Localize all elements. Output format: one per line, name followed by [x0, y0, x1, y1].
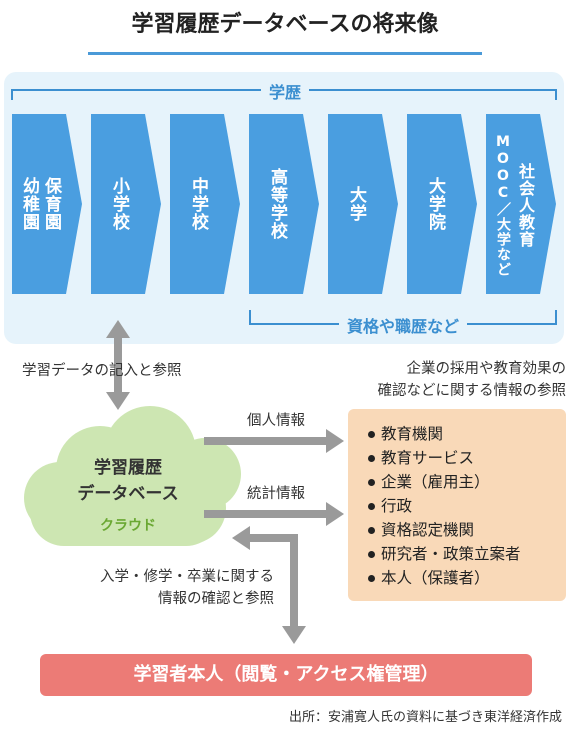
stage-chevron-2: [91, 114, 161, 294]
record-arrow: [106, 320, 130, 410]
record-label: 学習データの記入と参照: [22, 363, 182, 379]
statistics-info-label: 統計情報: [247, 486, 305, 502]
timeline-header: 学歴: [260, 83, 309, 102]
stage-2: 小学校: [91, 124, 147, 284]
database-sublabel: クラウド: [100, 518, 156, 534]
bullet-icon: [368, 479, 375, 486]
usage-item-4: 行政: [368, 494, 566, 518]
statistics-info-arrow: [204, 502, 344, 526]
source-note: 出所：安浦寛人氏の資料に基づき東洋経済作成: [288, 710, 562, 725]
bullet-icon: [368, 575, 375, 582]
learner-arrow-label: 入学・修学・卒業に関する 情報の確認と参照: [40, 566, 274, 610]
stage-chevron-6: [407, 114, 477, 294]
usage-list: 教育機関 教育サービス 企業（雇用主） 行政 資格認定機関 研究者・政策立案者 …: [348, 409, 566, 601]
usage-item-6: 研究者・政策立案者: [368, 542, 566, 566]
personal-info-label: 個人情報: [247, 413, 305, 429]
database-label-line-2: データベース: [77, 484, 179, 504]
stage-5: 大学: [328, 124, 384, 284]
learner-arrow-label-line-2: 情報の確認と参照: [158, 591, 274, 607]
timeline-footer: 資格や職歴など: [338, 317, 467, 336]
bullet-icon: [368, 527, 375, 534]
usage-item-5: 資格認定機関: [368, 518, 566, 542]
bullet-icon: [368, 551, 375, 558]
database-cloud: [24, 406, 241, 546]
stage-7-line-2: MOOC／大学など: [495, 133, 511, 277]
usage-caption: 企業の採用や教育効果の 確認などに関する情報の参照: [340, 358, 567, 402]
title-underline: [88, 52, 482, 55]
learner-arrow: [232, 526, 306, 644]
usage-caption-line-2: 確認などに関する情報の参照: [377, 383, 567, 399]
stage-chevron-3: [170, 114, 240, 294]
stage-6-line-1: 大学院: [425, 177, 445, 231]
stage-3: 中学校: [170, 124, 226, 284]
usage-item-3: 企業（雇用主）: [368, 470, 566, 494]
database-label: 学習履歴 データベース クラウド: [40, 455, 216, 539]
learner-arrow-label-line-1: 入学・修学・卒業に関する: [100, 569, 274, 585]
usage-item-7: 本人（保護者）: [368, 566, 566, 590]
stage-2-line-1: 小学校: [109, 177, 129, 231]
usage-caption-line-1: 企業の採用や教育効果の: [406, 361, 567, 377]
stage-7-line-1: 社会人教育: [516, 162, 535, 248]
learner-box: 学習者本人（閲覧・アクセス権管理）: [40, 654, 532, 696]
stage-4: 高等学校: [249, 124, 305, 284]
stage-6: 大学院: [407, 124, 463, 284]
stage-chevron-5: [328, 114, 398, 294]
usage-item-1: 教育機関: [368, 422, 566, 446]
stage-chevron-4: [249, 114, 319, 294]
database-label-line-1: 学習履歴: [94, 458, 162, 478]
stage-4-line-1: 高等学校: [267, 168, 287, 240]
stage-5-line-1: 大学: [346, 186, 366, 222]
stage-3-line-1: 中学校: [188, 177, 208, 231]
stage-1-line-1: 保育園: [41, 177, 61, 231]
stage-1-line-2: 幼稚園: [19, 177, 39, 231]
usage-item-2: 教育サービス: [368, 446, 566, 470]
bullet-icon: [368, 455, 375, 462]
bullet-icon: [368, 431, 375, 438]
stage-7: 社会人教育 MOOC／大学など: [486, 120, 542, 290]
stage-chevron-1: [12, 114, 82, 294]
personal-info-arrow: [204, 429, 344, 453]
stage-chevron-7: [486, 114, 556, 294]
bullet-icon: [368, 503, 375, 510]
page-title: 学習履歴データベースの将来像: [131, 12, 439, 37]
stage-1: 保育園 幼稚園: [12, 124, 68, 284]
